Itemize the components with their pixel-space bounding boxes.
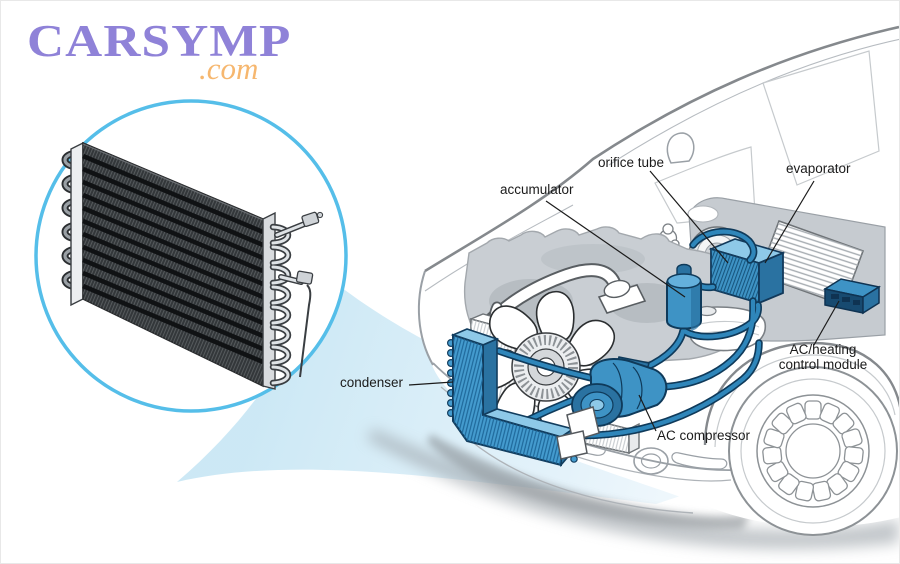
logo-brand-text: CARSYMP [27, 16, 292, 66]
strut-tower [687, 205, 719, 223]
hood-roof-line [424, 25, 899, 273]
fog-light [633, 447, 669, 475]
brand-logo: CARSYMP .com [27, 19, 307, 99]
evaporator-shape [708, 238, 786, 305]
inlet-fitting [274, 211, 324, 238]
ac-compressor-shape [556, 356, 668, 460]
front-fender-edge [417, 270, 434, 366]
leader-ac-compressor [638, 394, 657, 432]
leader-evaporator [764, 180, 815, 264]
condenser-closeup-inset [34, 99, 348, 413]
label-condenser: condenser [340, 375, 404, 390]
side-window [762, 50, 880, 186]
side-mirror [666, 132, 695, 164]
wheel-cover-holes [762, 400, 864, 502]
logo-tld-text: .com [199, 51, 259, 86]
label-evaporator: evaporator [786, 161, 851, 176]
label-ac-compressor: AC compressor [657, 428, 751, 443]
outlet-fitting [278, 270, 314, 378]
wheel-hub [785, 423, 841, 479]
accumulator-shape [666, 263, 702, 331]
label-control-module: AC/heating control module [778, 342, 868, 373]
label-accumulator: accumulator [500, 182, 574, 197]
leader-accumulator [545, 200, 686, 298]
control-module-shape [823, 278, 881, 315]
leader-lines [408, 170, 840, 432]
leader-orifice-tube [649, 170, 729, 264]
engine-bay [447, 197, 886, 468]
condenser-shape [447, 328, 578, 468]
leader-control-module [813, 300, 840, 346]
front-wheel [703, 341, 899, 536]
inset-condenser-coil [61, 141, 324, 390]
car-shadow [367, 429, 899, 550]
label-orifice-tube: orifice tube [598, 155, 665, 170]
leader-condenser [408, 381, 454, 386]
